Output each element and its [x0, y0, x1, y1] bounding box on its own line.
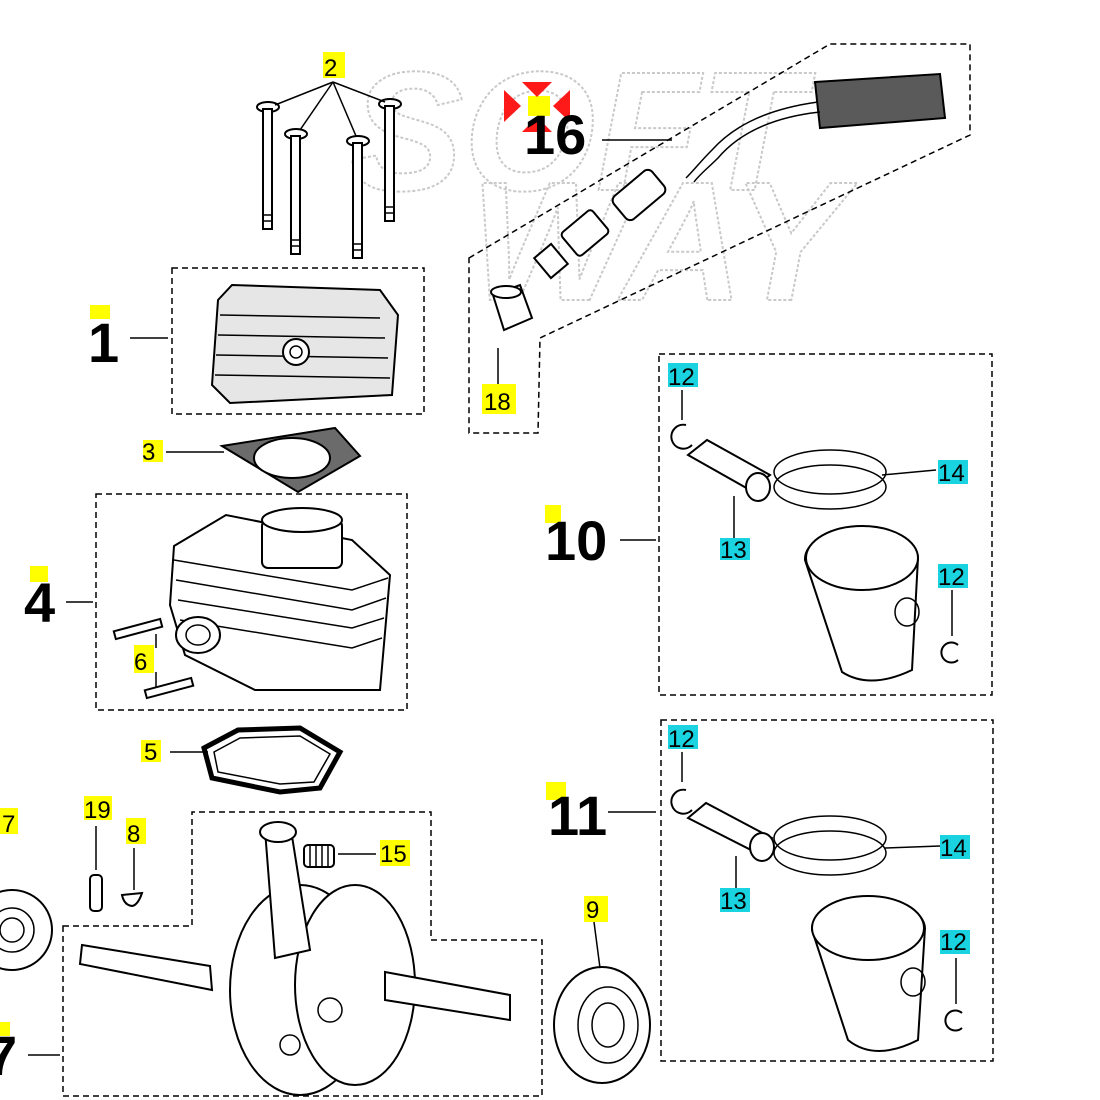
needle-bearing — [303, 844, 335, 868]
part-labels: 1 2 3 4 5 6 7 7 8 9 10 11 12 12 12 12 13… — [0, 55, 967, 1087]
crankshaft — [78, 821, 511, 1096]
head-gasket — [219, 426, 362, 494]
group-box-sensor — [468, 43, 971, 434]
piston-group-2 — [670, 788, 963, 1052]
label-15: 15 — [380, 841, 407, 868]
label-4: 4 — [24, 571, 55, 634]
label-9: 9 — [586, 897, 599, 924]
head-bolts — [256, 81, 402, 259]
watermark-line-1: SOFT — [350, 37, 815, 227]
label-1: 1 — [88, 311, 119, 374]
circlip — [670, 423, 693, 450]
label-18: 18 — [484, 389, 511, 416]
watermark: SOFT WAY — [349, 36, 859, 338]
label-13-b: 13 — [720, 888, 747, 915]
label-11: 11 — [548, 784, 607, 847]
cylinder — [168, 507, 392, 691]
bearing-right — [553, 966, 651, 1084]
group-box-crankshaft — [62, 811, 543, 1097]
cylinder-head — [210, 283, 400, 405]
watermark-line-2: WAY — [470, 147, 858, 337]
group-box-piston-1 — [658, 353, 993, 696]
bolt — [256, 101, 280, 230]
piston-ring — [773, 449, 887, 495]
piston-group-1 — [670, 423, 959, 682]
label-16: 16 — [524, 103, 586, 166]
label-12-a: 12 — [668, 364, 695, 391]
bolt — [284, 128, 308, 255]
label-10: 10 — [545, 509, 607, 572]
label-13-a: 13 — [720, 537, 747, 564]
temperature-sensor-assembly — [490, 72, 947, 332]
label-12-b: 12 — [668, 726, 695, 753]
bearing-left — [0, 889, 53, 971]
label-8: 8 — [127, 821, 140, 848]
label-12-c: 12 — [938, 564, 965, 591]
label-12-d: 12 — [940, 929, 967, 956]
dowel-pin — [89, 874, 103, 912]
label-19: 19 — [84, 797, 111, 824]
woodruff-key — [120, 891, 144, 908]
label-highlights — [0, 52, 608, 1036]
label-6: 6 — [134, 649, 147, 676]
base-gasket — [201, 725, 344, 795]
leader-lines — [28, 139, 957, 1056]
label-2: 2 — [324, 55, 337, 82]
group-boxes — [62, 43, 994, 1097]
studs — [112, 617, 195, 700]
selection-cross-marker-icon — [504, 82, 570, 132]
label-5: 5 — [144, 739, 157, 766]
label-3: 3 — [142, 439, 155, 466]
label-highlights-cyan — [668, 363, 970, 954]
label-7-bottom: 7 — [0, 1024, 17, 1087]
bolt — [346, 135, 370, 259]
label-14-a: 14 — [938, 460, 965, 487]
circlip — [670, 788, 693, 815]
label-14-b: 14 — [940, 835, 967, 862]
piston-ring — [773, 815, 887, 861]
label-7-top: 7 — [2, 811, 15, 838]
group-box-cylinder — [95, 493, 408, 711]
group-box-piston-2 — [660, 719, 994, 1062]
group-box-cylinder-head — [171, 267, 425, 415]
